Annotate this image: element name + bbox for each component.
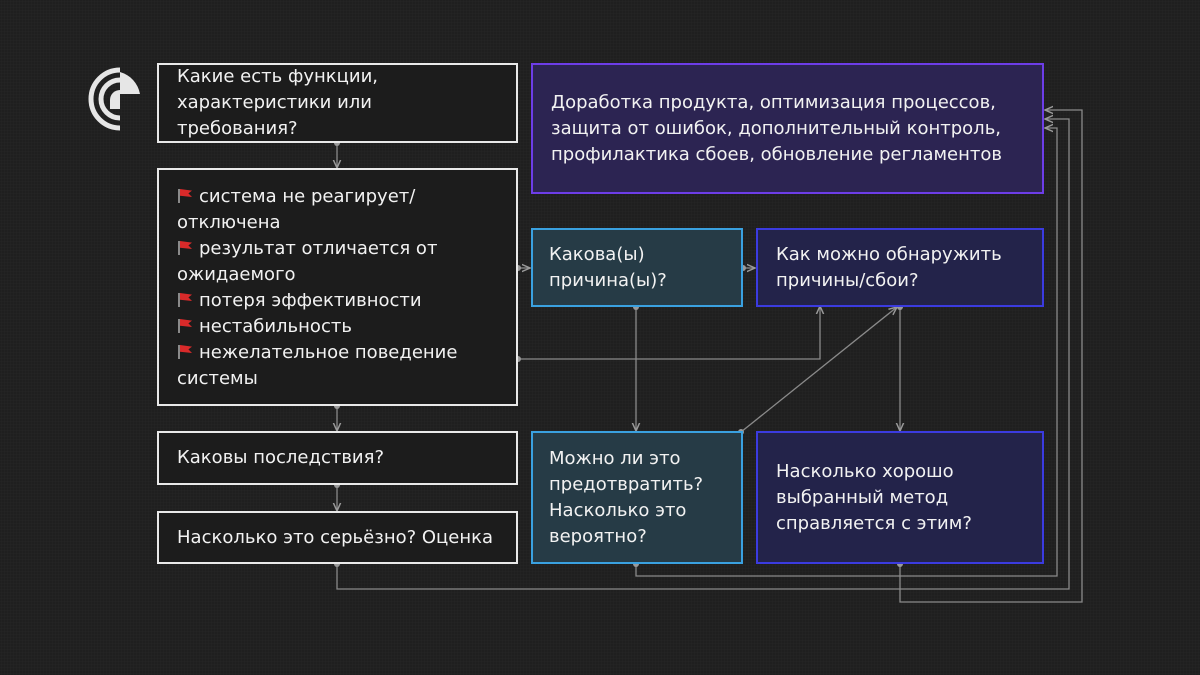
symptom-item: система не реагирует/ отключена [177,186,416,233]
red-flag-icon [177,293,193,307]
severity-box: Насколько это серьёзно? Оценка [157,511,518,564]
prevent-box: Можно ли это предотвратить? Насколько эт… [531,431,743,564]
symptom-item: результат отличается от ожидаемого [177,238,438,285]
red-flag-icon [177,241,193,255]
red-flag-icon [177,189,193,203]
improvement-text: Доработка продукта, оптимизация процессо… [551,91,1003,165]
symptom-item: потеря эффективности [177,288,498,314]
red-flag-icon [177,345,193,359]
improvement-box: Доработка продукта, оптимизация процессо… [531,63,1044,194]
symptom-item: нежелательное поведение системы [177,342,458,389]
prevent-text: Можно ли это предотвратить? Насколько эт… [549,447,704,547]
detection-box: Как можно обнаружить причины/сбои? [756,228,1044,307]
detection-text: Как можно обнаружить причины/сбои? [776,243,1002,291]
functions-box: Какие есть функции, характеристики или т… [157,63,518,143]
red-flag-icon [177,319,193,333]
functions-text: Какие есть функции, характеристики или т… [177,66,379,139]
consequences-box: Каковы последствия? [157,431,518,485]
cause-box: Какова(ы) причина(ы)? [531,228,743,307]
consequences-text: Каковы последствия? [177,447,385,468]
method-box: Насколько хорошо выбранный метод справля… [756,431,1044,564]
company-logo-icon [88,67,140,131]
method-text: Насколько хорошо выбранный метод справля… [776,460,972,534]
symptoms-box: система не реагирует/ отключена результа… [157,168,518,406]
severity-text: Насколько это серьёзно? Оценка [177,526,494,548]
cause-text: Какова(ы) причина(ы)? [549,243,667,291]
symptom-item: нестабильность [177,314,498,340]
